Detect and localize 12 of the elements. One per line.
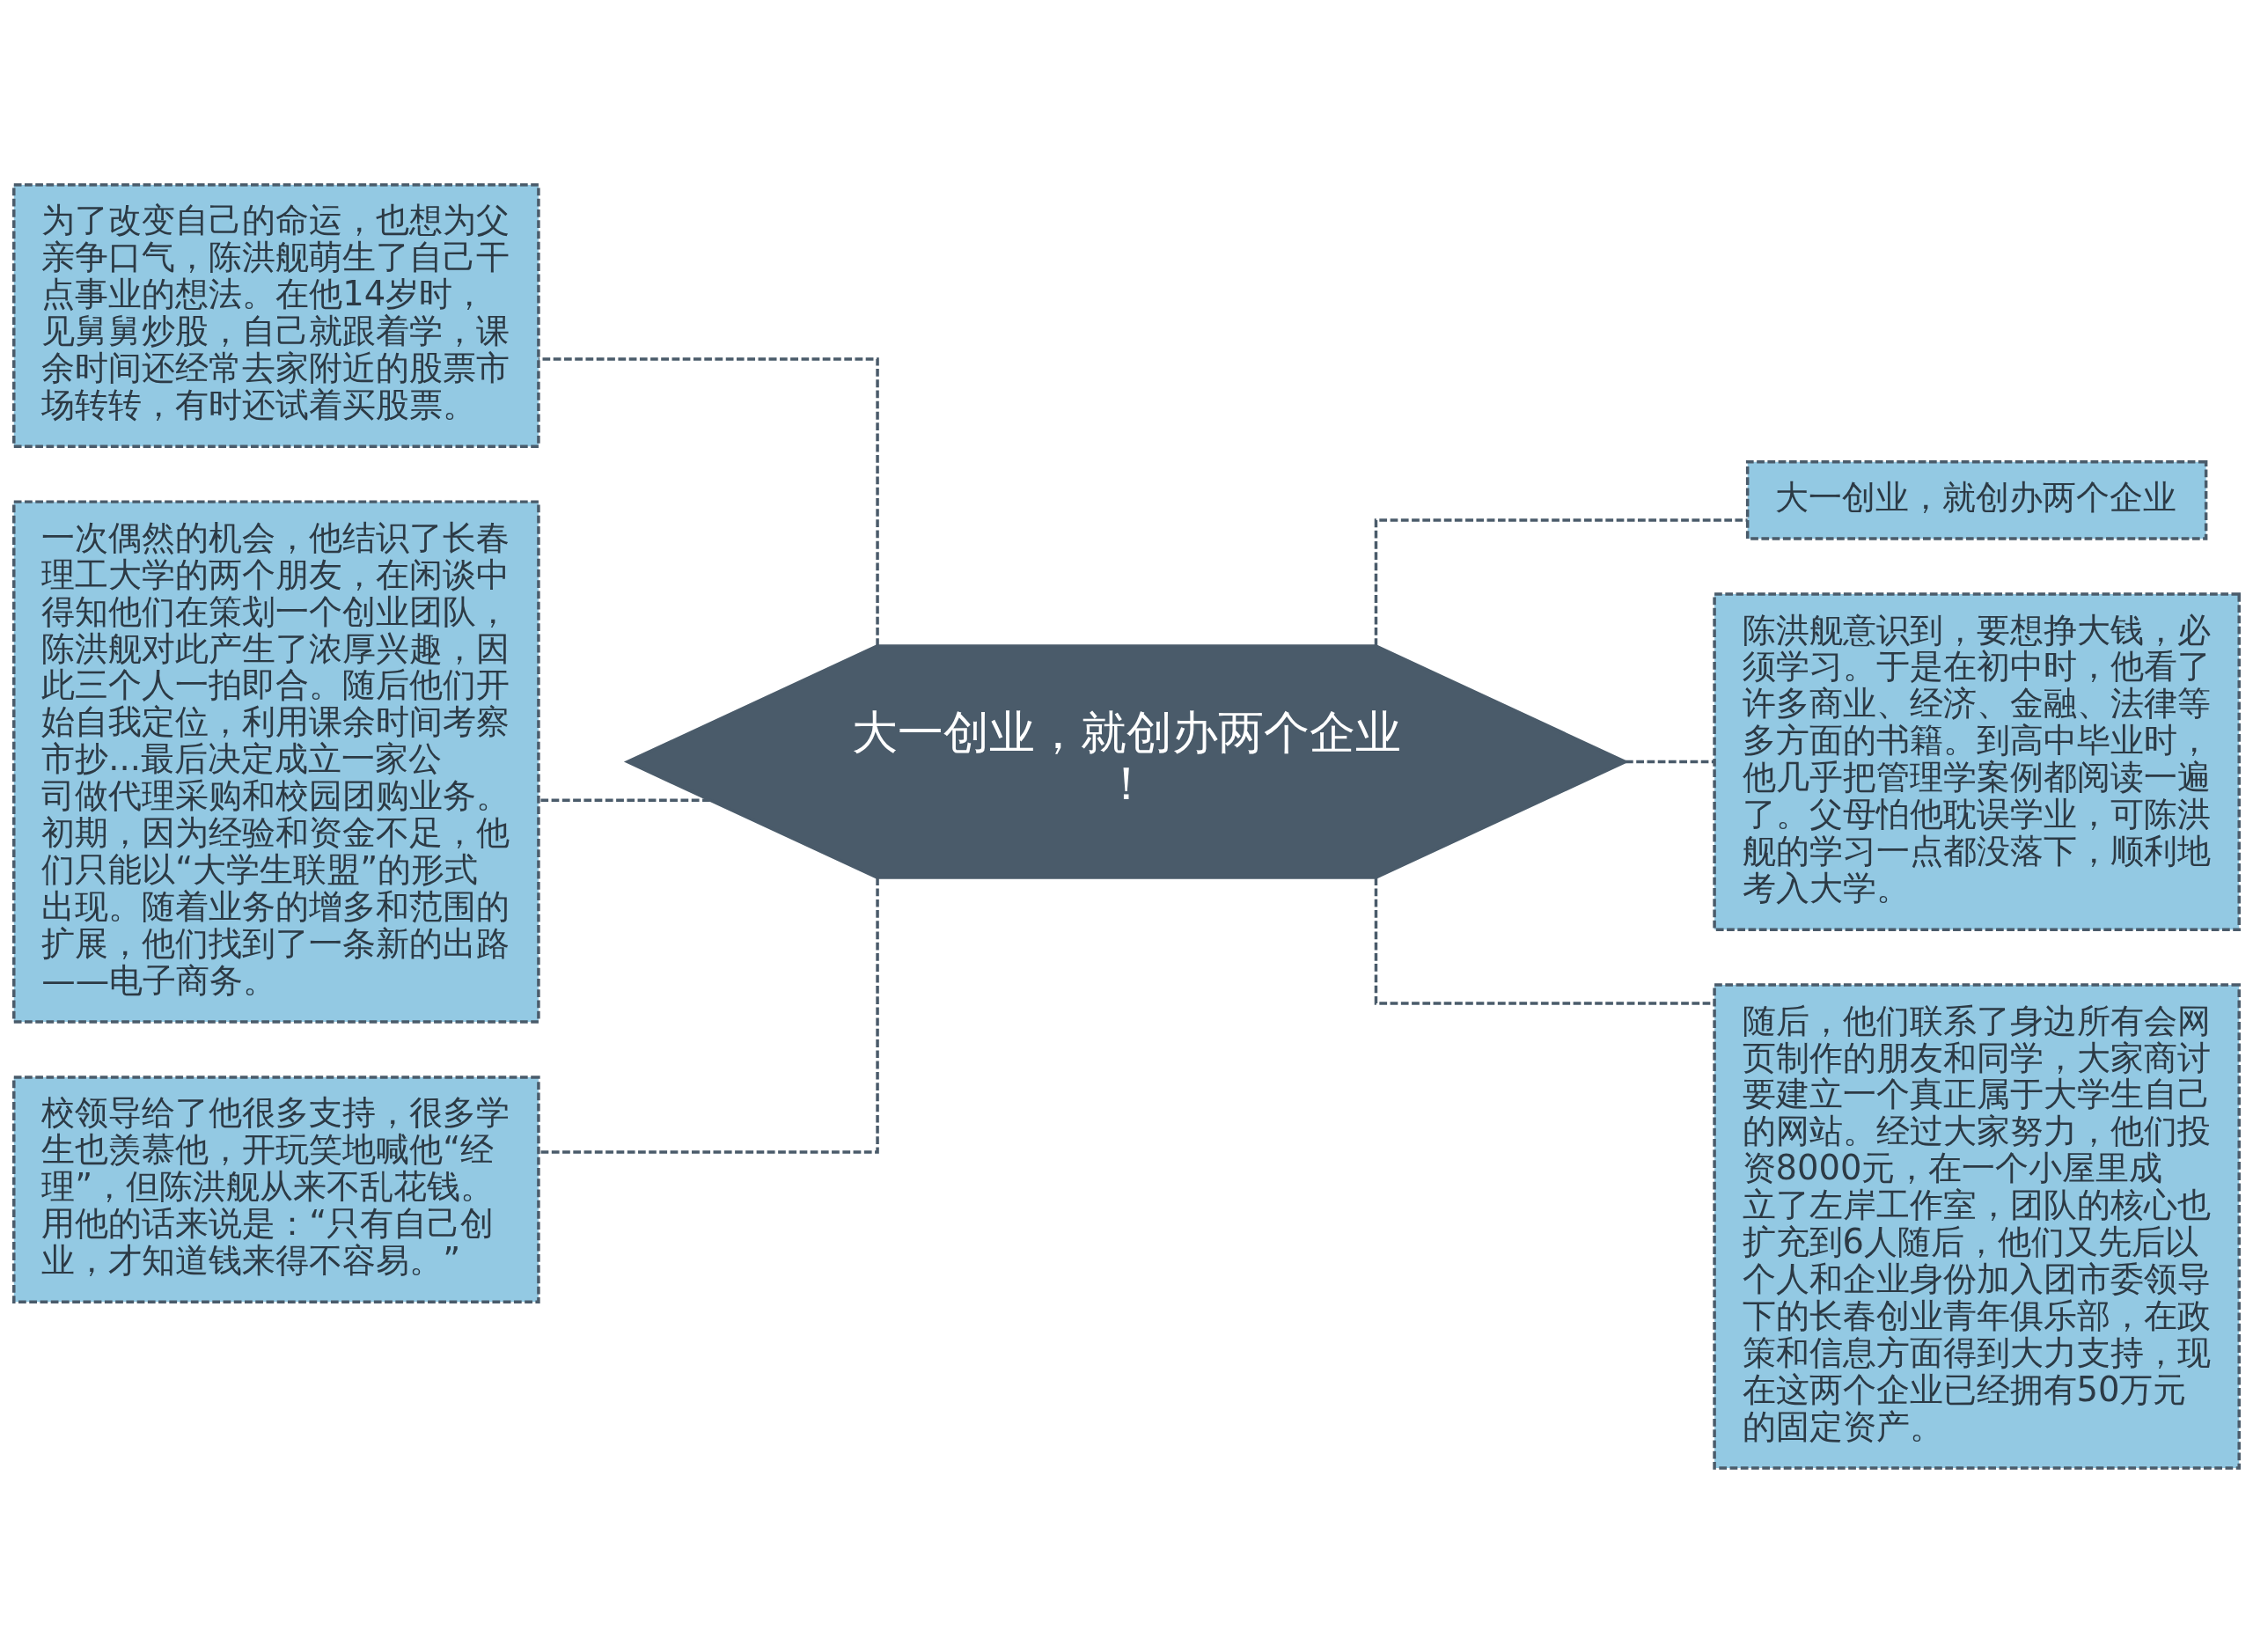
node-box: 校领导给了他很多支持，很多学生也羡慕他，开玩笑地喊他“经理”，但陈洪舰从来不乱花钱。用他的话来说是：“只有自己创业，才知道钱来得不容易。” xyxy=(12,1075,540,1303)
node-box: 陈洪舰意识到，要想挣大钱，必须学习。于是在初中时，他看了许多商业、经济、金融、法律等多方面的书籍。到高中毕业时，他几乎把管理学案例都阅读一遍了。父母怕他耽误学业，可陈洪舰的学习一点都没落下，顺利地考入大学。 xyxy=(1713,591,2241,931)
node-box: 一次偶然的机会，他结识了长春理工大学的两个朋友，在闲谈中得知他们在策划一个创业团队，陈洪舰对此产生了浓厚兴趣，因此三个人一拍即合。随后他们开始自我定位，利用课余时间考察市抄...最后决定成立一家公司做代理采购和校园团购业务。初期，因为经验和资金不足，他们只能以“大学生联盟”的形式出现。随着业务的增多和范围的扩展，他们找到了一条新的出路——电子商务。 xyxy=(12,499,540,1024)
node-box: 随后，他们联系了身边所有会网页制作的朋友和同学，大家商讨要建立一个真正属于大学生自己的网站。经过大家努力，他们投资8000元，在一个小屋里成立了左岸工作室，团队的核心也扩充到6人随后，他们又先后以个人和企业身份加入团市委领导下的长春创业青年俱乐部，在政策和信息方面得到大力支持，现在这两个企业已经拥有50万元的固定资产。 xyxy=(1713,982,2241,1470)
connector xyxy=(1625,760,1715,763)
node-box: 大一创业，就创办两个企业 xyxy=(1745,459,2208,540)
connector xyxy=(1374,877,1714,1005)
node-box: 为了改变自己的命运，也想为父亲争口气，陈洪舰萌生了自己干点事业的想法。在他14岁时，见舅舅炒股，自己就跟着学，课余时间还经常去家附近的股票市场转转，有时还试着买股票。 xyxy=(12,182,540,448)
connector xyxy=(539,798,710,802)
connector xyxy=(539,356,879,646)
connector xyxy=(1374,518,1748,646)
connector xyxy=(539,877,879,1154)
